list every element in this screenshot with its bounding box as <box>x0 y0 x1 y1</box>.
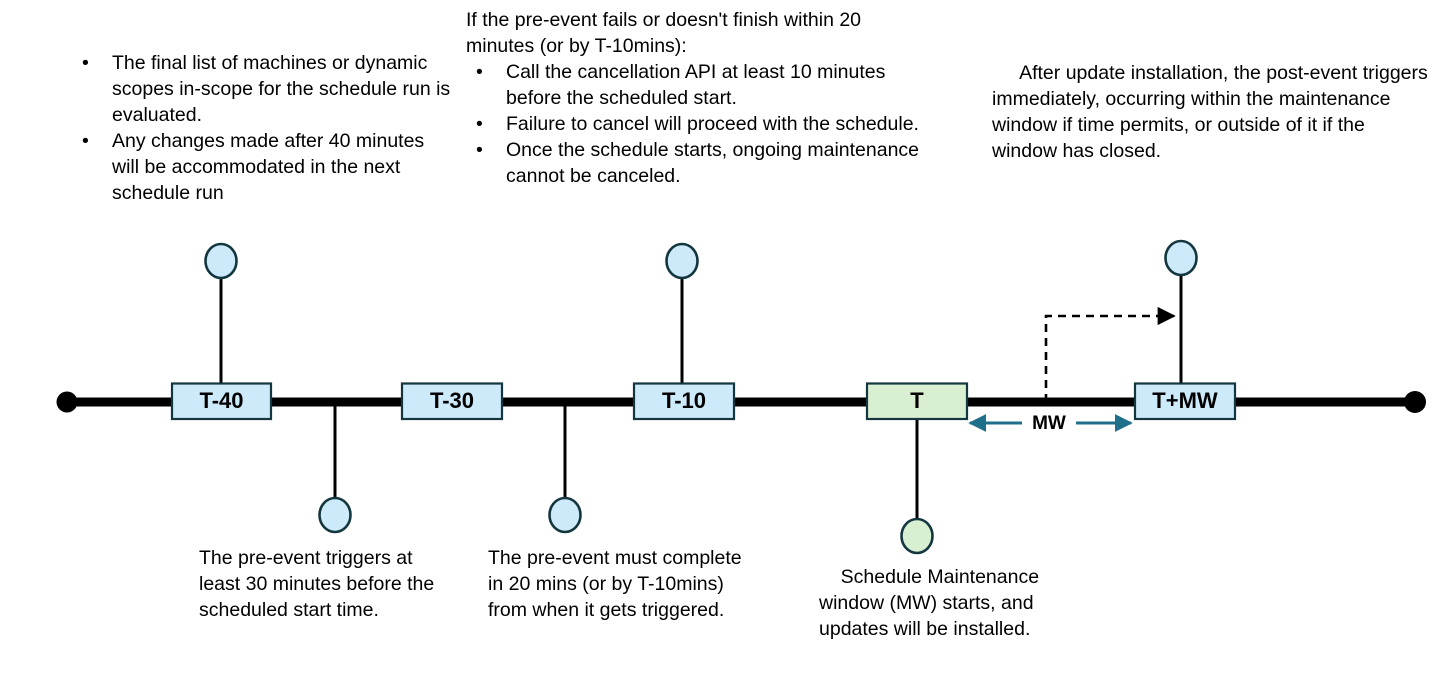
timeline-start-dot <box>56 391 78 413</box>
timeline-node-label: T-30 <box>430 388 474 413</box>
timeline-node-label: T+MW <box>1152 388 1218 413</box>
timeline-node-t-30[interactable]: T-30 <box>400 382 504 421</box>
timeline-node-t-plus-mw[interactable]: T+MW <box>1133 382 1237 421</box>
event-marker-t10-circle[interactable] <box>665 242 699 280</box>
timeline-node-label: T-10 <box>662 388 706 413</box>
annotation-bottom-left: The pre-event triggers at least 30 minut… <box>199 547 440 621</box>
annotation-top-right: After update installation, the post-even… <box>992 62 1434 162</box>
list-item: Once the schedule starts, ongoing mainte… <box>466 137 926 189</box>
event-marker-pre-event-complete-circle[interactable] <box>548 496 582 534</box>
timeline-end-dot <box>1404 391 1426 413</box>
annotation-top-left: The final list of machines or dynamic sc… <box>72 50 452 206</box>
dashed-post-event-arrow <box>1044 306 1176 402</box>
event-marker-t40-circle[interactable] <box>204 242 238 280</box>
annotation-top-middle-bullets: Call the cancellation API at least 10 mi… <box>466 59 926 189</box>
event-marker-maintenance-start-circle[interactable] <box>900 517 934 555</box>
timeline-node-label: T <box>910 388 924 413</box>
annotation-top-middle-intro: If the pre-event fails or doesn't finish… <box>466 9 862 57</box>
timeline-node-t-10[interactable]: T-10 <box>632 382 736 421</box>
timeline-node-t[interactable]: T <box>865 382 969 421</box>
timeline-node-t-40[interactable]: T-40 <box>170 382 273 421</box>
list-item: Any changes made after 40 minutes will b… <box>72 128 452 206</box>
mw-span-label: MW <box>1032 413 1066 434</box>
timeline-node-label: T-40 <box>199 388 243 413</box>
event-marker-pre-event-trigger-circle[interactable] <box>318 496 352 534</box>
annotation-bottom-right: Schedule Maintenance window (MW) starts,… <box>819 566 1045 640</box>
annotation-bottom-middle: The pre-event must complete in 20 mins (… <box>488 547 748 621</box>
list-item: The final list of machines or dynamic sc… <box>72 50 452 128</box>
list-item: Call the cancellation API at least 10 mi… <box>466 59 926 111</box>
list-item: Failure to cancel will proceed with the … <box>466 111 926 137</box>
event-marker-tmw-circle[interactable] <box>1164 239 1198 277</box>
